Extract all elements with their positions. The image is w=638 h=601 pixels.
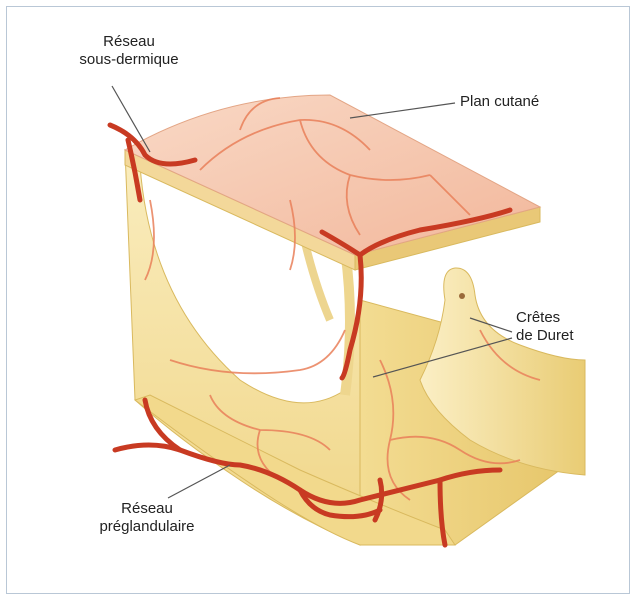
leader-plan-cutane (350, 103, 455, 118)
label-cretes-de-duret: Crêtes de Duret (516, 309, 574, 345)
label-plan-cutane: Plan cutané (460, 93, 539, 111)
leader-reseau-preglandulaire (168, 465, 230, 498)
label-cretes-line2: de Duret (516, 327, 574, 345)
label-reseau-sous-dermique-line2: sous-dermique (71, 51, 187, 69)
label-reseau-preglandulaire-line1: Réseau (87, 500, 207, 518)
label-reseau-preglandulaire: Réseau préglandulaire (87, 500, 207, 536)
label-reseau-sous-dermique: Réseau sous-dermique (71, 33, 187, 69)
crest-tip (459, 293, 465, 299)
label-reseau-preglandulaire-line2: préglandulaire (87, 518, 207, 536)
label-reseau-sous-dermique-line1: Réseau (71, 33, 187, 51)
label-cretes-line1: Crêtes (516, 309, 574, 327)
